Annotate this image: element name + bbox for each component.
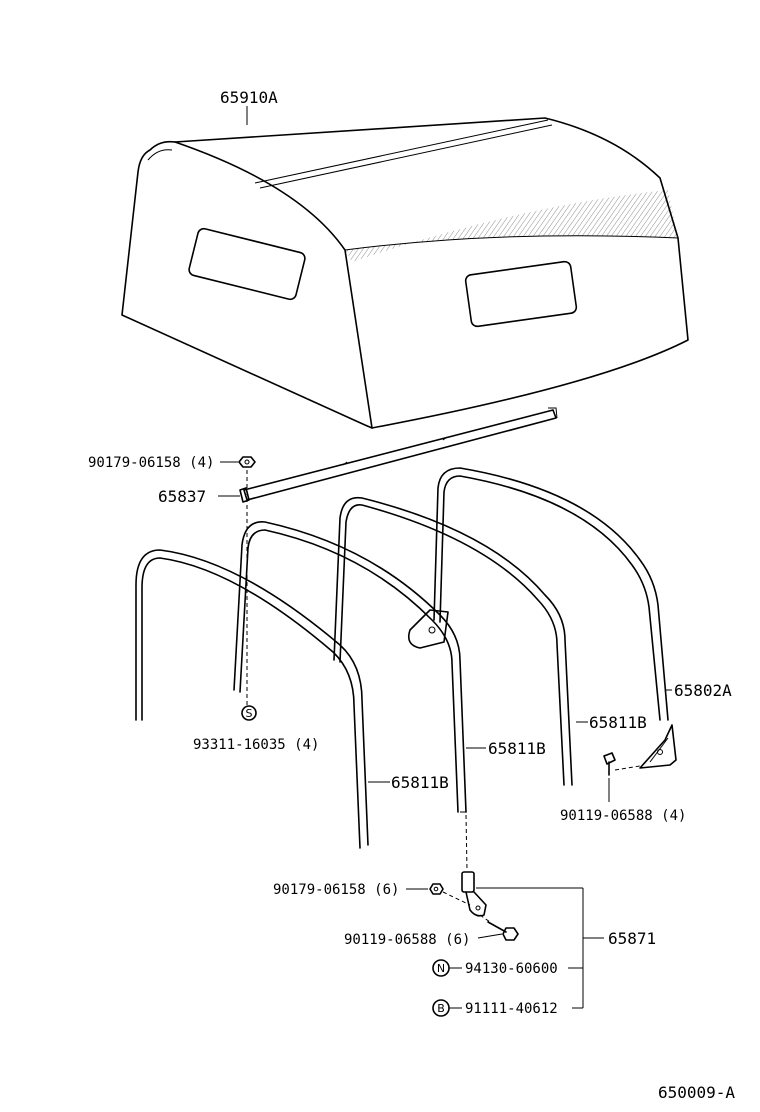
label-bow-middle: 65811B [488, 739, 546, 758]
canopy-shell [121, 117, 689, 429]
nut-top-icon [238, 456, 256, 468]
n-mark: N [437, 962, 445, 975]
label-canopy: 65910A [220, 88, 278, 107]
label-bolt-bottom: 90119-06588 (6) [344, 932, 470, 948]
bow-rear [407, 467, 677, 769]
fastener-path-bottom [465, 814, 468, 871]
nut-bottom-icon [429, 883, 471, 906]
label-bracket-assy: 65871 [608, 929, 656, 948]
n-mark-icon: N [432, 959, 450, 977]
bow-left [135, 549, 369, 849]
bow-right [333, 496, 573, 786]
label-clip-s: 93311-16035 (4) [193, 737, 319, 753]
roof-rail [239, 407, 558, 503]
bolt-right-icon [603, 752, 641, 776]
label-bolt-right: 90119-06588 (4) [560, 808, 686, 824]
label-bolt-b: 91111-40612 [465, 1001, 558, 1017]
leader-lines [218, 106, 672, 1009]
label-bow-left: 65811B [391, 773, 449, 792]
clip-s-icon: S [241, 705, 257, 721]
label-nut-bottom: 90179-06158 (6) [273, 882, 399, 898]
bolt-bottom-icon [479, 914, 519, 941]
s-mark: S [246, 707, 253, 720]
bracket-65871-icon [461, 871, 487, 917]
b-mark: B [437, 1002, 445, 1015]
b-mark-icon: B [432, 999, 450, 1017]
diagram-code: 650009-A [658, 1083, 735, 1102]
label-nut-n: 94130-60600 [465, 961, 558, 977]
bow-middle [233, 521, 467, 813]
label-nut-top: 90179-06158 (4) [88, 455, 214, 471]
label-bow-right: 65811B [589, 713, 647, 732]
label-bow-rear: 65802A [674, 681, 732, 700]
label-rail: 65837 [158, 487, 206, 506]
